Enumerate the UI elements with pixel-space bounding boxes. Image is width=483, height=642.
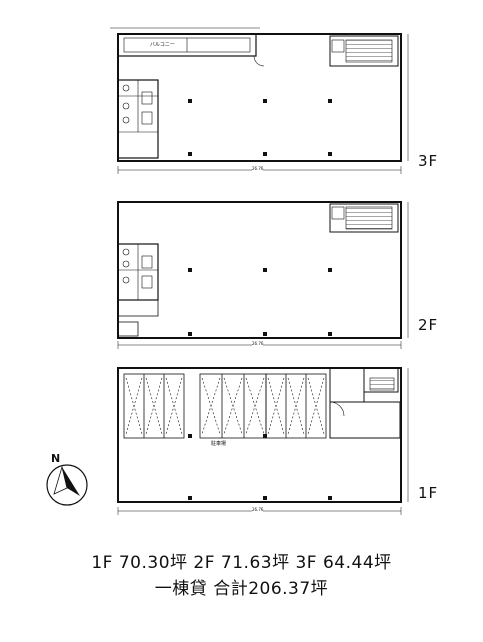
compass-north-icon (46, 464, 88, 506)
floor-plan-2f (117, 201, 409, 349)
dimension-1f: 26.76 (252, 507, 264, 512)
floor-label-1f: 1F (418, 484, 439, 502)
balcony-label: バルコニー (150, 42, 175, 48)
floor-plan-3f (110, 27, 409, 174)
area-summary-line2: 一棟貸 合計206.37坪 (154, 579, 329, 599)
area-summary-line1: 1F 70.30坪 2F 71.63坪 3F 64.44坪 (91, 553, 392, 573)
garage-label: 駐車場 (211, 441, 227, 447)
floor-label-3f: 3F (418, 152, 439, 170)
floor-label-2f: 2F (418, 316, 439, 334)
dimension-3f: 26.76 (252, 166, 264, 171)
floor-plan-1f (117, 367, 409, 515)
dimension-2f: 26.76 (252, 341, 264, 346)
compass-north-label: N (51, 452, 61, 465)
